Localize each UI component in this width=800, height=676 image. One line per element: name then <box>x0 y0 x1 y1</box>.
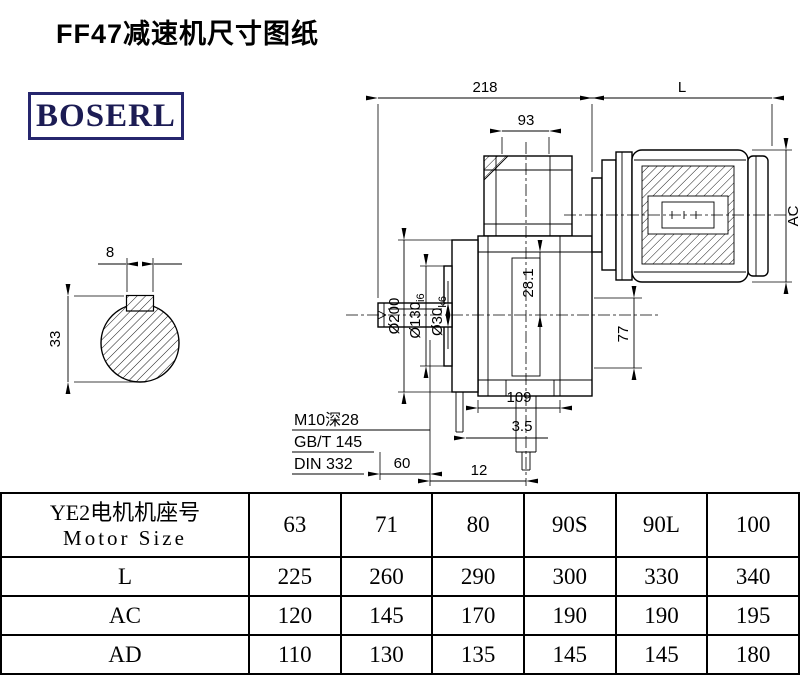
dim-AC: AC <box>785 205 800 226</box>
table-row-L: L 225 260 290 300 330 340 <box>0 556 800 597</box>
value-cell: 290 <box>431 556 525 597</box>
dim-shaft-diameter: Ø30k6 <box>429 296 449 336</box>
value-cell: 130 <box>339 634 434 675</box>
value-cell: 110 <box>248 634 342 675</box>
value-cell: 190 <box>614 595 709 636</box>
dim-3-5: 3.5 <box>512 418 533 435</box>
value-cell: 145 <box>522 634 617 675</box>
value-cell: 300 <box>522 556 617 597</box>
centerlines <box>346 142 794 486</box>
output-flange <box>451 239 479 393</box>
row-label: AD <box>0 634 250 675</box>
dim-key-width: 8 <box>106 244 114 261</box>
value-cell: 145 <box>614 634 709 675</box>
value-cell: 330 <box>614 556 709 597</box>
size-cell: 90L <box>614 492 709 558</box>
row-label: L <box>0 556 250 597</box>
dim-spigot-diameter: Ø130i6 <box>407 293 427 338</box>
value-cell: 225 <box>248 556 342 597</box>
value-cell: 340 <box>706 556 800 597</box>
page-title: FF47减速机尺寸图纸 <box>56 19 320 49</box>
dim-218: 218 <box>472 79 497 96</box>
value-cell: 190 <box>522 595 617 636</box>
brand-logo: BOSERL <box>28 92 184 140</box>
size-cell: 90S <box>522 492 617 558</box>
dim-60: 60 <box>394 455 411 472</box>
dim-12: 12 <box>471 462 488 479</box>
value-cell: 135 <box>431 634 525 675</box>
dim-93: 93 <box>518 112 535 129</box>
dim-28-1: 28.1 <box>520 268 537 297</box>
note-thread: M10深28 <box>294 411 359 429</box>
dim-77: 77 <box>615 326 632 343</box>
size-cell: 63 <box>248 492 342 558</box>
table-row-AD: AD 110 130 135 145 145 180 <box>0 634 800 675</box>
header-cn: YE2电机机座号 <box>49 499 201 525</box>
value-cell: 180 <box>706 634 800 675</box>
table-header-row: YE2电机机座号 Motor Size 63 71 80 90S 90L 100 <box>0 492 800 558</box>
value-cell: 120 <box>248 595 342 636</box>
technical-drawing: 8 33 <box>47 79 800 486</box>
dim-flange-diameter: Ø200 <box>386 298 403 335</box>
value-cell: 260 <box>339 556 434 597</box>
note-standard-din: DIN 332 <box>294 456 353 473</box>
dimension-table: YE2电机机座号 Motor Size 63 71 80 90S 90L 100… <box>0 492 800 675</box>
dimensions: 218 L 93 AC Ø200 Ø130i6 Ø30k6 <box>292 79 800 486</box>
size-cell: 80 <box>431 492 525 558</box>
dim-L: L <box>678 79 686 96</box>
table-row-AC: AC 120 145 170 190 190 195 <box>0 595 800 636</box>
dim-shaft-height: 33 <box>47 331 64 348</box>
motor-size-header-cell: YE2电机机座号 Motor Size <box>0 492 250 558</box>
dim-109: 109 <box>506 389 531 406</box>
value-cell: 195 <box>706 595 800 636</box>
size-cell: 71 <box>339 492 434 558</box>
motor <box>591 149 769 283</box>
value-cell: 170 <box>431 595 525 636</box>
size-cell: 100 <box>706 492 800 558</box>
value-cell: 145 <box>339 595 434 636</box>
note-standard-gb: GB/T 145 <box>294 434 362 451</box>
row-label: AC <box>0 595 250 636</box>
header-en: Motor Size <box>63 526 187 551</box>
shaft-section-view: 8 33 <box>47 244 182 394</box>
